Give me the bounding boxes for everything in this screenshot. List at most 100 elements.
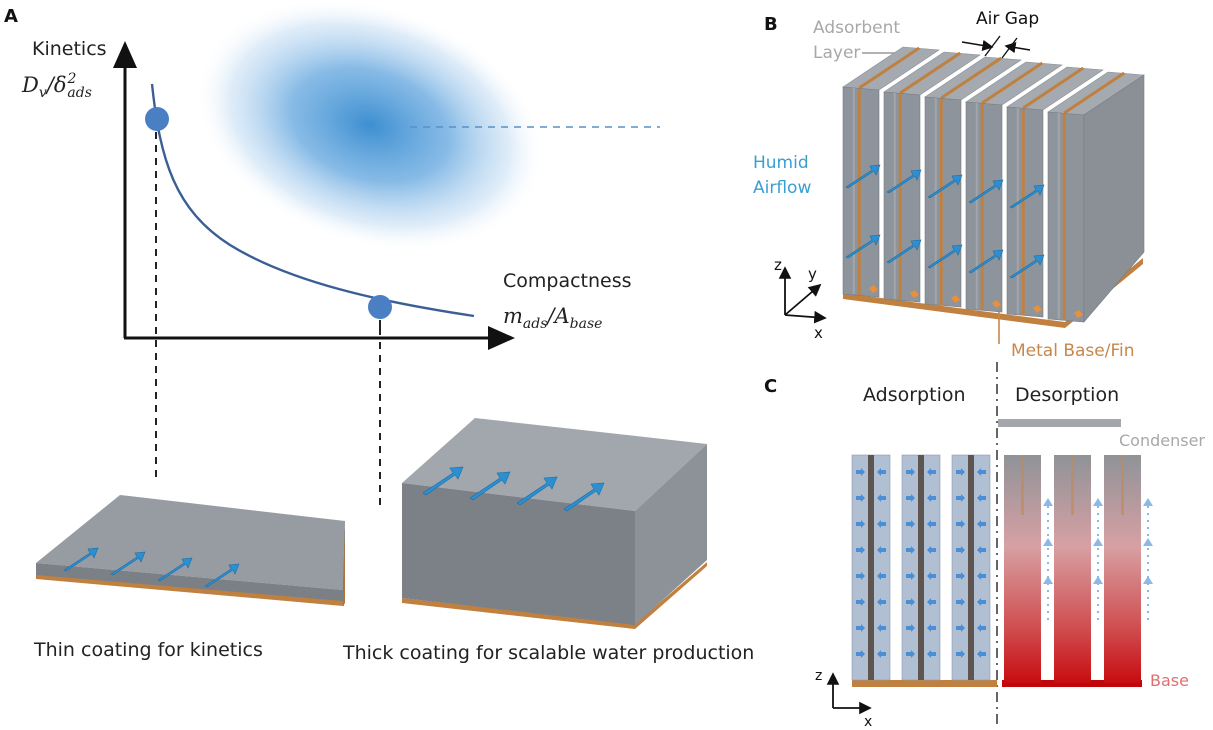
- diffusion-arrow-icon: [927, 520, 936, 528]
- base-label: Base: [1150, 671, 1189, 690]
- diffusion-arrow-icon: [977, 572, 986, 580]
- axis-triad-xz: z x: [815, 668, 872, 730]
- desorbing-fin: [1004, 455, 1041, 683]
- adsorbent-fin: [951, 454, 991, 681]
- diffusion-arrow-icon: [977, 650, 986, 658]
- diffusion-arrow-icon: [906, 650, 915, 658]
- metal-base-fin-label: Metal Base/Fin: [1011, 341, 1135, 361]
- diffusion-arrow-icon: [956, 598, 965, 606]
- diffusion-arrow-icon: [956, 572, 965, 580]
- diffusion-arrow-icon: [927, 468, 936, 476]
- diffusion-arrow-icon: [877, 650, 886, 658]
- diffusion-arrow-icon: [956, 546, 965, 554]
- diffusion-arrow-icon: [856, 468, 865, 476]
- vapor-flow-icon: [1043, 498, 1053, 620]
- heated-base: [1002, 680, 1142, 687]
- x-axis-formula: mads/Abase: [503, 304, 602, 332]
- air-gap-tick-right: [1001, 37, 1018, 59]
- diffusion-arrow-icon: [877, 468, 886, 476]
- vapor-flow-icon: [1093, 498, 1103, 620]
- thick-coating-point: [368, 295, 392, 319]
- metal-base: [852, 680, 997, 687]
- diffusion-arrow-icon: [877, 520, 886, 528]
- desorption-label: Desorption: [1015, 384, 1119, 406]
- fin-array: [842, 46, 1145, 328]
- panel-b-letter: B: [764, 14, 778, 35]
- diffusion-arrow-icon: [927, 598, 936, 606]
- air-gap-tick-left: [984, 35, 1001, 57]
- axis-z-label: z: [774, 256, 782, 274]
- diffusion-arrow-icon: [856, 572, 865, 580]
- axis-y-label: y: [808, 265, 817, 283]
- diffusion-arrow-icon: [977, 546, 986, 554]
- axis-x-label: x: [814, 324, 823, 342]
- diffusion-arrow-icon: [877, 624, 886, 632]
- diffusion-arrow-icon: [906, 624, 915, 632]
- diffusion-arrow-icon: [927, 650, 936, 658]
- fin: [1047, 71, 1145, 323]
- adsorbent-fin: [851, 454, 891, 681]
- thick-coating-slab: [402, 418, 707, 629]
- humid-airflow-label-line2: Airflow: [753, 178, 811, 198]
- axis-triad-xyz: z y x: [774, 256, 827, 342]
- diffusion-arrow-icon: [856, 650, 865, 658]
- diffusion-arrow-icon: [906, 546, 915, 554]
- diffusion-arrow-icon: [906, 494, 915, 502]
- diffusion-arrow-icon: [877, 494, 886, 502]
- axis-z-label: z: [815, 668, 822, 684]
- caption-thin: Thin coating for kinetics: [33, 639, 263, 661]
- diffusion-arrow-icon: [856, 598, 865, 606]
- diffusion-arrow-icon: [856, 546, 865, 554]
- fin: [1006, 66, 1104, 318]
- desorption-fins: [1002, 455, 1153, 687]
- diffusion-arrow-icon: [956, 468, 965, 476]
- diffusion-arrow-icon: [977, 624, 986, 632]
- adsorbent-layer-label-line1: Adsorbent: [813, 18, 900, 38]
- diffusion-arrow-icon: [877, 572, 886, 580]
- axis-x-label: x: [864, 714, 872, 730]
- diffusion-arrow-icon: [977, 494, 986, 502]
- desorbing-fin: [1104, 455, 1141, 683]
- diffusion-arrow-icon: [977, 468, 986, 476]
- adsorbent-layer-label-line2: Layer: [813, 43, 860, 63]
- diffusion-arrow-icon: [927, 546, 936, 554]
- diffusion-arrow-icon: [927, 624, 936, 632]
- fin: [965, 61, 1063, 313]
- diffusion-arrow-icon: [977, 520, 986, 528]
- diffusion-arrow-icon: [956, 520, 965, 528]
- optimal-region-blob: [194, 0, 546, 252]
- diffusion-arrow-icon: [906, 572, 915, 580]
- diffusion-arrow-icon: [856, 624, 865, 632]
- air-gap-label: Air Gap: [976, 9, 1039, 29]
- fin: [883, 51, 981, 303]
- fin: [842, 46, 940, 298]
- diffusion-arrow-icon: [956, 494, 965, 502]
- diffusion-arrow-icon: [956, 624, 965, 632]
- y-axis-title: Kinetics: [32, 38, 107, 60]
- fin: [924, 56, 1022, 308]
- humid-airflow-label-line1: Humid: [753, 153, 809, 173]
- caption-thick: Thick coating for scalable water product…: [342, 642, 754, 664]
- diffusion-arrow-icon: [956, 650, 965, 658]
- panel-a-letter: A: [4, 6, 18, 27]
- adsorption-label: Adsorption: [863, 384, 966, 406]
- condenser-plate: [998, 419, 1121, 427]
- diffusion-arrow-icon: [977, 598, 986, 606]
- vapor-flow-icon: [1143, 498, 1153, 620]
- desorbing-fin: [1054, 455, 1091, 683]
- panel-c-letter: C: [764, 376, 777, 397]
- air-gap-arrow-left: [961, 39, 994, 51]
- diffusion-arrow-icon: [906, 598, 915, 606]
- diffusion-arrow-icon: [927, 572, 936, 580]
- adsorption-fins: [851, 454, 997, 687]
- x-axis-title: Compactness: [503, 270, 632, 292]
- diffusion-arrow-icon: [856, 520, 865, 528]
- diffusion-arrow-icon: [856, 494, 865, 502]
- panel-c: C Adsorption Desorption Condenser Base z…: [764, 362, 1205, 730]
- diffusion-arrow-icon: [877, 546, 886, 554]
- adsorbent-fin: [901, 454, 941, 681]
- diffusion-arrow-icon: [906, 520, 915, 528]
